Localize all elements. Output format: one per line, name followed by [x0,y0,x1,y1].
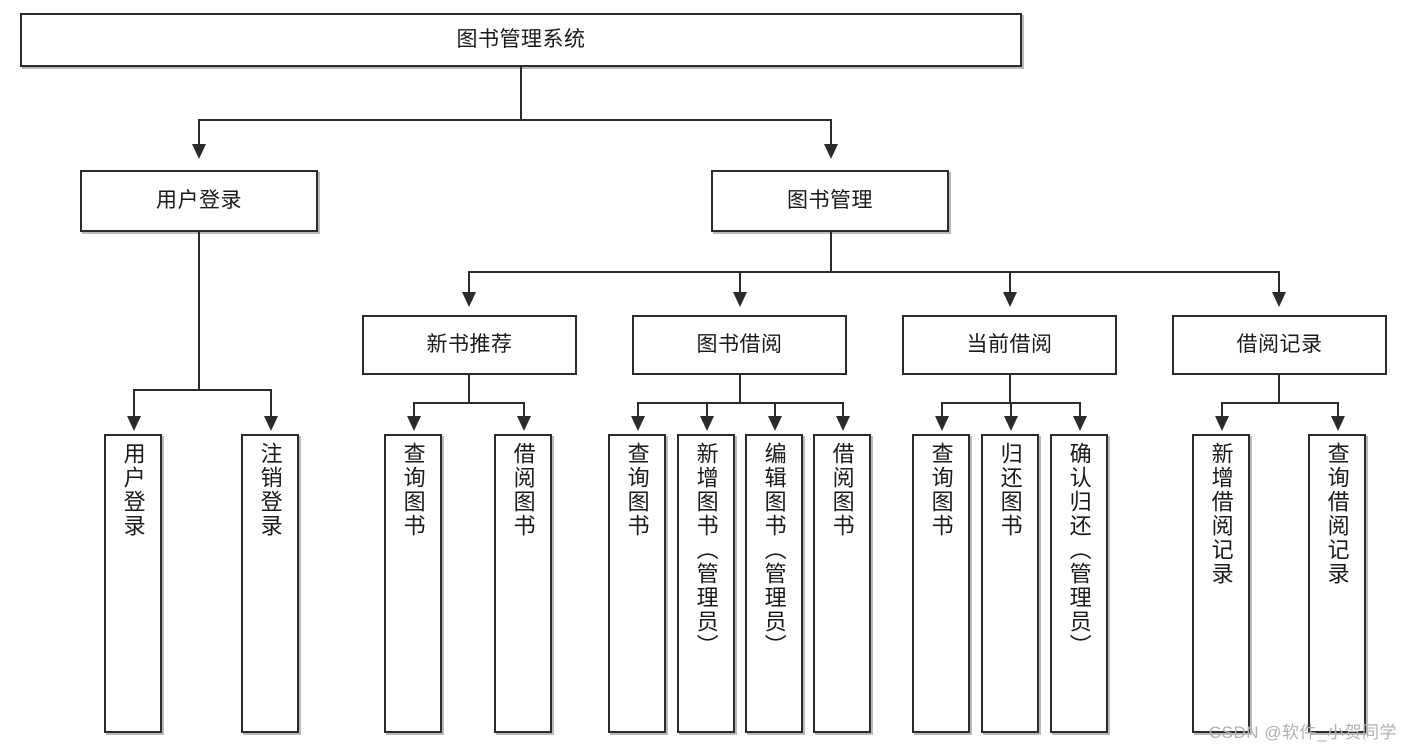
connector-borrow-record-stem [1278,375,1280,403]
node-label: 归还图书 [997,442,1023,538]
node-label: 查询图书 [928,442,954,538]
connector-new-book-leaf2 [523,402,525,416]
node-label: 图书管理系统 [456,27,586,51]
node-label: 查询图书 [400,442,426,538]
arrow-book-borrow-leaf4 [836,416,850,431]
connector-book-mgmt-stem [830,232,832,272]
connector-root-to-book-mgmt [830,119,832,146]
connector-book-mgmt-to-record [1278,271,1280,293]
node-label: 借阅图书 [510,442,536,538]
arrow-current-borrow-leaf1 [935,416,949,431]
leaf-query-book-borrow[interactable]: 查询图书 [608,434,666,733]
arrow-book-mgmt-to-record [1272,292,1286,307]
arrow-new-book-leaf2 [517,416,531,431]
connector-new-book-leaf1 [413,402,415,416]
connector-book-mgmt-to-new-book [468,271,470,293]
connector-book-borrow-leaf3 [774,402,776,416]
connector-user-login-bus [133,389,271,391]
node-label: 图书管理 [787,188,873,212]
leaf-return-book[interactable]: 归还图书 [981,434,1039,733]
connector-book-mgmt-to-borrow [739,271,741,293]
connector-current-borrow-leaf3 [1079,402,1081,416]
leaf-add-book-admin[interactable]: 新增图书（管理员） [677,434,735,733]
arrow-book-borrow-leaf1 [631,416,645,431]
node-label: 新书推荐 [426,332,513,356]
arrow-book-borrow-leaf3 [768,416,782,431]
node-user-login[interactable]: 用户登录 [80,170,318,232]
node-label: 借阅图书 [829,442,855,538]
connector-user-login-stem [198,232,200,390]
leaf-edit-book-admin[interactable]: 编辑图书（管理员） [745,434,803,733]
node-label: 借阅记录 [1236,332,1323,356]
leaf-query-book-current[interactable]: 查询图书 [912,434,970,733]
node-label: 注销登录 [257,442,283,538]
leaf-borrow-book[interactable]: 借阅图书 [813,434,871,733]
connector-book-borrow-bus [637,402,843,404]
leaf-borrow-book-recommend[interactable]: 借阅图书 [494,434,552,733]
node-new-book-recommend[interactable]: 新书推荐 [362,315,577,375]
connector-book-borrow-leaf1 [637,402,639,416]
connector-user-login-leaf1 [133,389,135,417]
connector-new-book-bus [413,402,524,404]
node-label: 确认归还（管理员） [1066,442,1092,658]
leaf-add-borrow-record[interactable]: 新增借阅记录 [1192,434,1250,733]
leaf-query-book-recommend[interactable]: 查询图书 [384,434,442,733]
connector-root-to-user-login [198,119,200,146]
node-label: 图书借阅 [696,332,783,356]
connector-borrow-record-leaf1 [1221,402,1223,416]
connector-borrow-record-bus [1221,402,1338,404]
arrow-book-borrow-leaf2 [700,416,714,431]
connector-book-mgmt-to-current [1009,271,1011,293]
node-book-management[interactable]: 图书管理 [711,170,949,232]
arrow-user-login-leaf1 [127,416,141,431]
node-root-system[interactable]: 图书管理系统 [20,13,1022,67]
leaf-logout-login[interactable]: 注销登录 [241,434,299,733]
arrow-user-login-leaf2 [264,416,278,431]
node-label: 用户登录 [156,188,242,212]
node-book-borrow[interactable]: 图书借阅 [632,315,847,375]
connector-root-stem [520,67,522,120]
leaf-confirm-return-admin[interactable]: 确认归还（管理员） [1050,434,1108,733]
node-label: 查询图书 [624,442,650,538]
node-label: 编辑图书（管理员） [761,442,787,658]
node-label: 新增借阅记录 [1208,442,1234,586]
connector-new-book-stem [468,375,470,403]
connector-book-borrow-leaf2 [706,402,708,416]
connector-book-borrow-leaf4 [842,402,844,416]
connector-book-mgmt-bus [468,271,1280,273]
node-label: 用户登录 [120,442,146,538]
leaf-query-borrow-record[interactable]: 查询借阅记录 [1308,434,1366,733]
arrow-current-borrow-leaf3 [1073,416,1087,431]
connector-book-borrow-stem [739,375,741,403]
node-current-borrow[interactable]: 当前借阅 [902,315,1117,375]
connector-current-borrow-leaf1 [941,402,943,416]
connector-borrow-record-leaf2 [1337,402,1339,416]
arrow-book-mgmt-to-borrow [733,292,747,307]
watermark-text: CSDN @软件_小贺同学 [1208,723,1397,742]
arrow-root-to-book-mgmt [824,144,838,159]
node-label: 当前借阅 [966,332,1053,356]
arrow-new-book-leaf1 [407,416,421,431]
connector-user-login-leaf2 [270,389,272,417]
connector-current-borrow-leaf2 [1010,402,1012,416]
arrow-borrow-record-leaf2 [1331,416,1345,431]
connector-root-bus [198,119,832,121]
node-borrow-record[interactable]: 借阅记录 [1172,315,1387,375]
arrow-root-to-user-login [192,144,206,159]
node-label: 新增图书（管理员） [693,442,719,658]
arrow-book-mgmt-to-new-book [462,292,476,307]
leaf-user-login[interactable]: 用户登录 [104,434,162,733]
arrow-book-mgmt-to-current [1003,292,1017,307]
arrow-current-borrow-leaf2 [1004,416,1018,431]
connector-current-borrow-stem [1009,375,1011,403]
node-label: 查询借阅记录 [1324,442,1350,586]
arrow-borrow-record-leaf1 [1215,416,1229,431]
